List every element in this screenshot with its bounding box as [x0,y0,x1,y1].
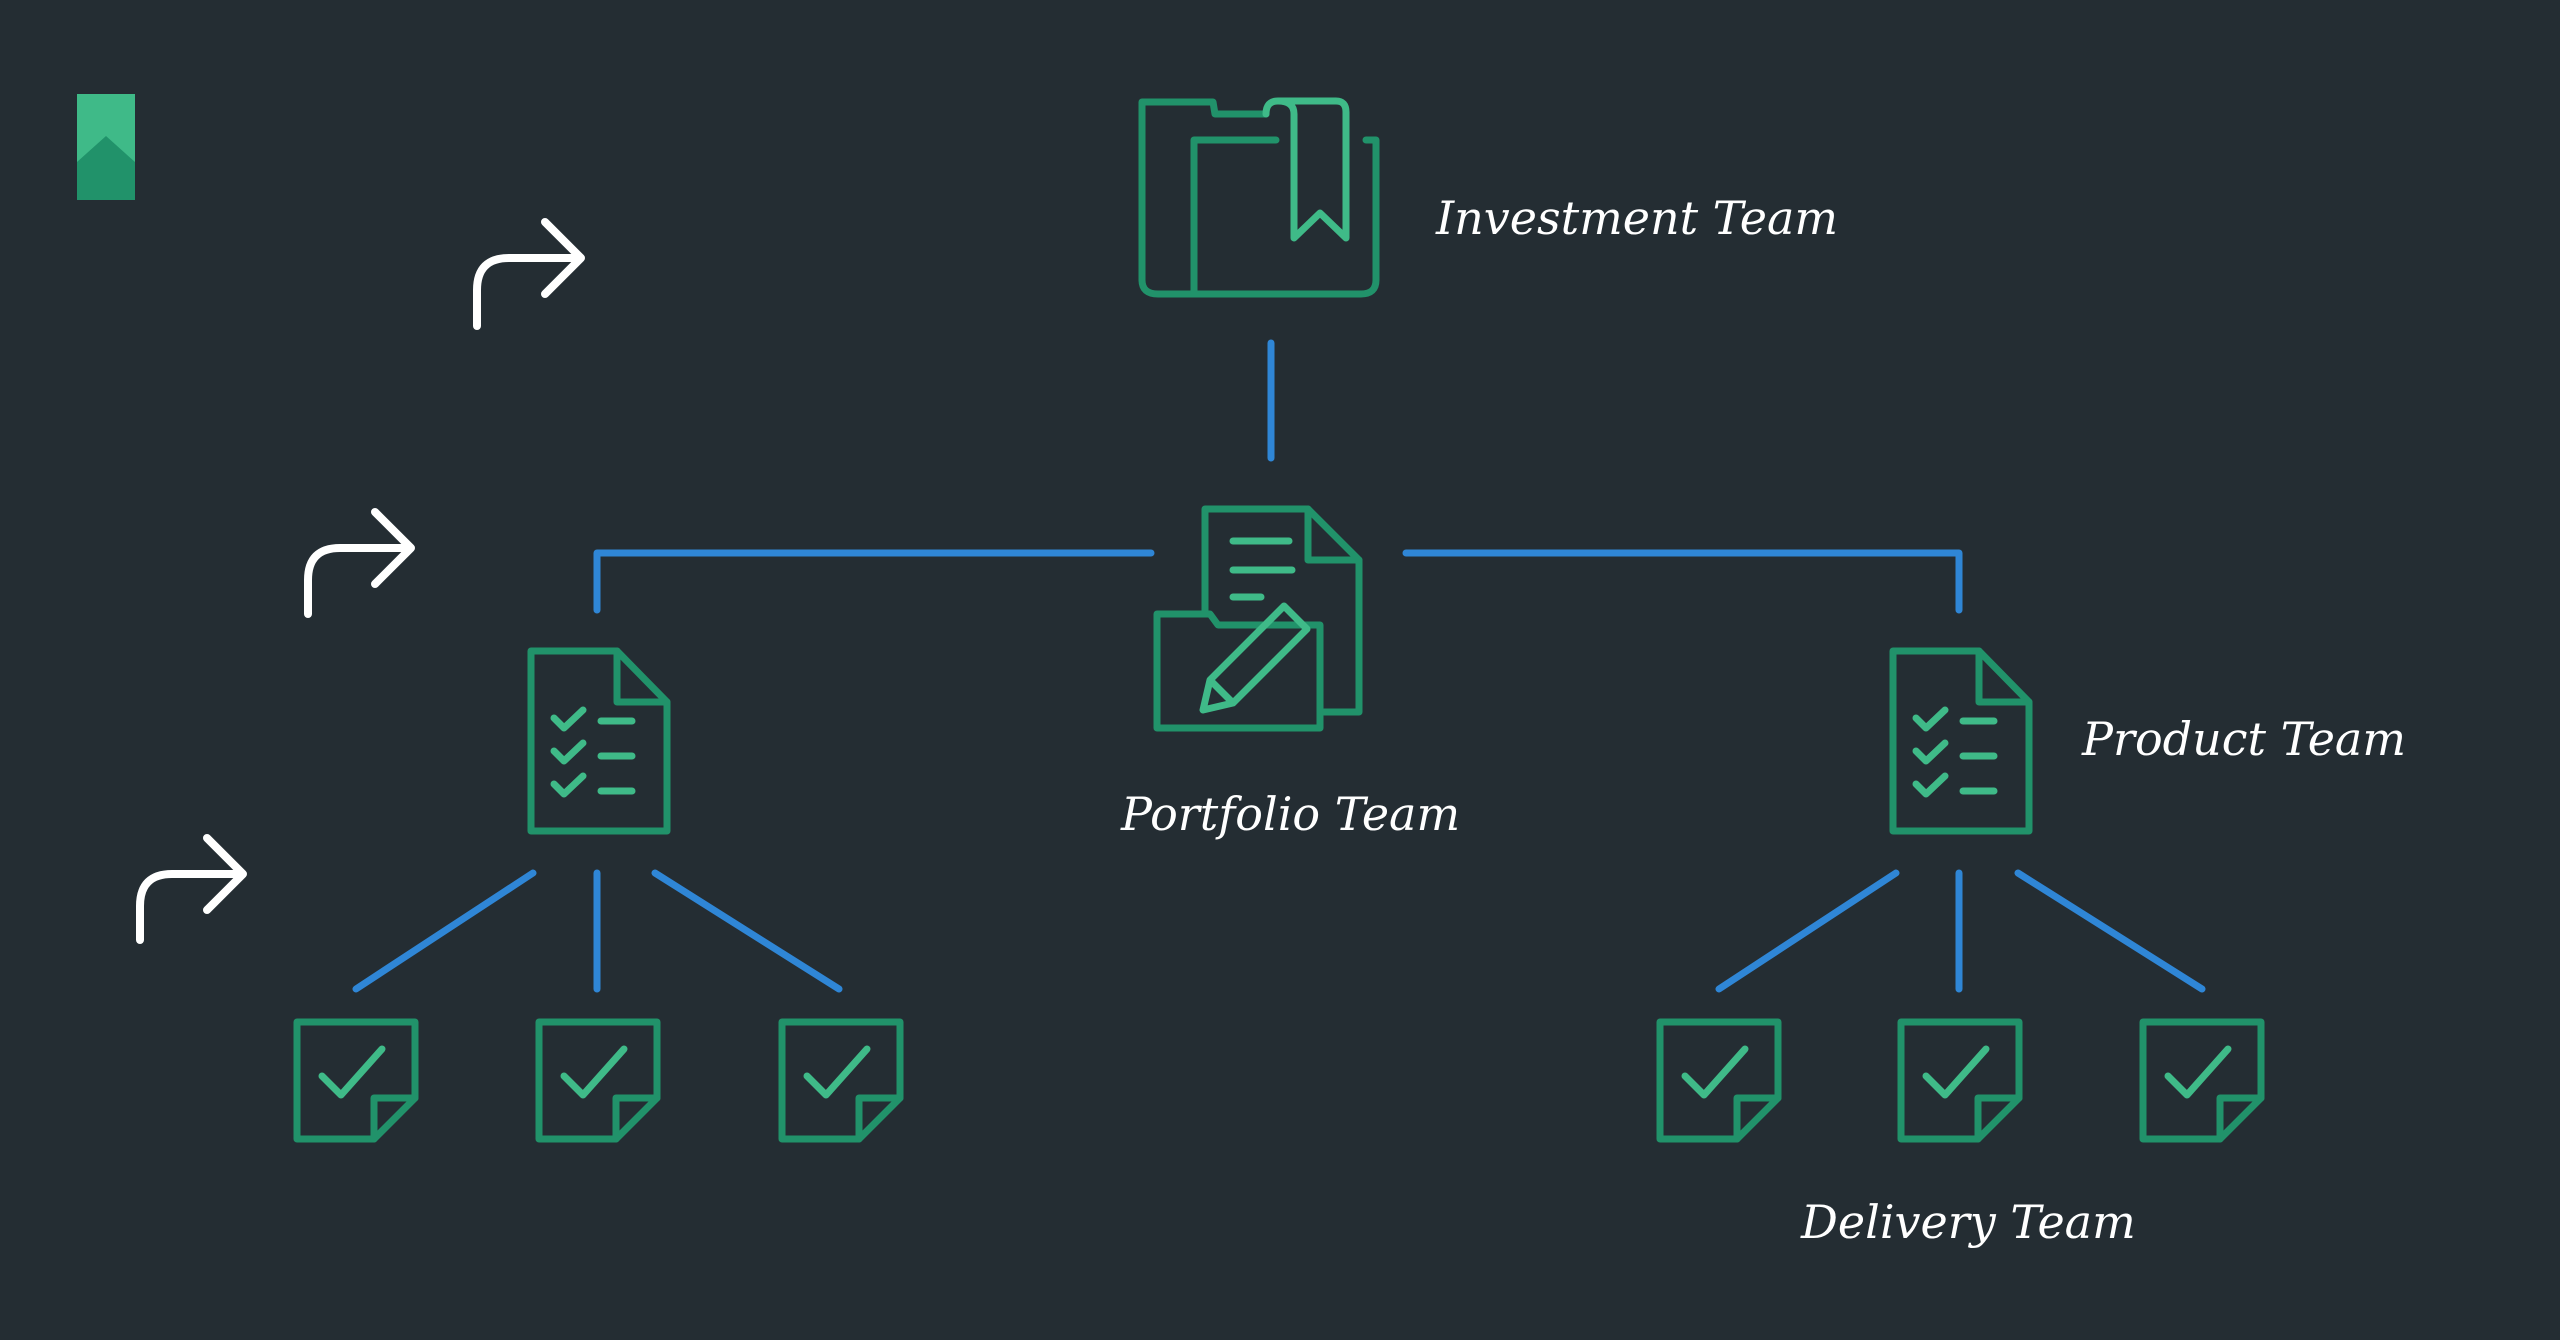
document-edit-icon [1153,505,1363,732]
connector-left-branch [651,869,843,993]
turn-right-arrow-icon [304,508,415,618]
checked-note-icon [1656,1018,1782,1143]
checked-note-icon [2139,1018,2265,1143]
investment-team-label: Investment Team [1436,191,1839,245]
product-team-label: Product Team [2082,712,2406,766]
checklist-icon [527,647,671,835]
connector-product-branch [1715,869,1900,993]
bookmark-logo-icon [77,94,135,200]
connector-lines [352,339,2206,993]
connector-portfolio-left [593,549,1155,614]
turn-right-arrow-icon [136,834,247,944]
portfolio-team-label: Portfolio Team [1121,787,1461,841]
checked-note-icon [535,1018,661,1143]
turn-right-arrow-icon [473,218,585,330]
connector-portfolio-product [1402,549,1963,614]
delivery-team-label: Delivery Team [1801,1195,2136,1249]
checklist-icon [1889,647,2033,835]
connector-left-branch [352,869,537,993]
connector-product-branch [2014,869,2206,993]
checked-note-icon [778,1018,904,1143]
checked-note-icon [1897,1018,2023,1143]
folder-bookmark-icon [1138,97,1380,298]
checked-note-icon [293,1018,419,1143]
